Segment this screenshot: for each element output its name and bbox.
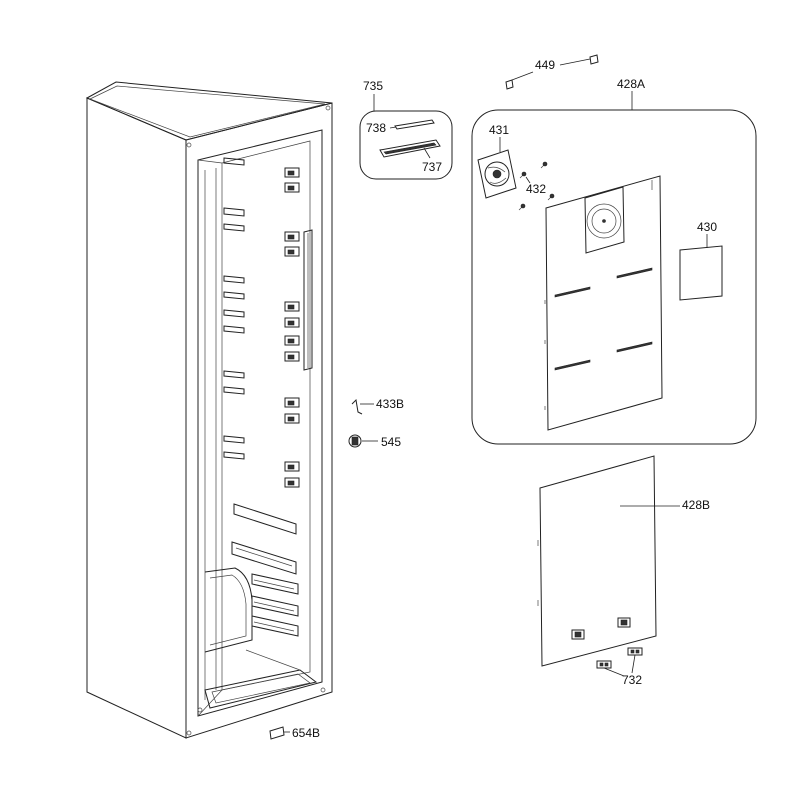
connectors-732 — [596, 647, 643, 677]
screws-432 — [518, 161, 555, 211]
evaporator-cover-group-428A — [471, 91, 757, 445]
part-654B — [269, 726, 290, 740]
light-assembly-735 — [359, 94, 453, 180]
rear-panel-428B — [537, 455, 680, 667]
left-shelf-rails — [223, 157, 245, 460]
refrigerator-cabinet — [85, 81, 333, 739]
lower-shelves — [231, 503, 299, 637]
bottom-compartment — [204, 567, 318, 709]
cover-panel — [544, 175, 663, 431]
clips-449 — [505, 54, 599, 90]
cover-plate-430 — [679, 234, 723, 301]
parts-433B-545 — [348, 398, 378, 448]
fan-431 — [477, 137, 517, 199]
right-shelf-supports — [284, 167, 300, 488]
light-strip — [303, 229, 313, 371]
